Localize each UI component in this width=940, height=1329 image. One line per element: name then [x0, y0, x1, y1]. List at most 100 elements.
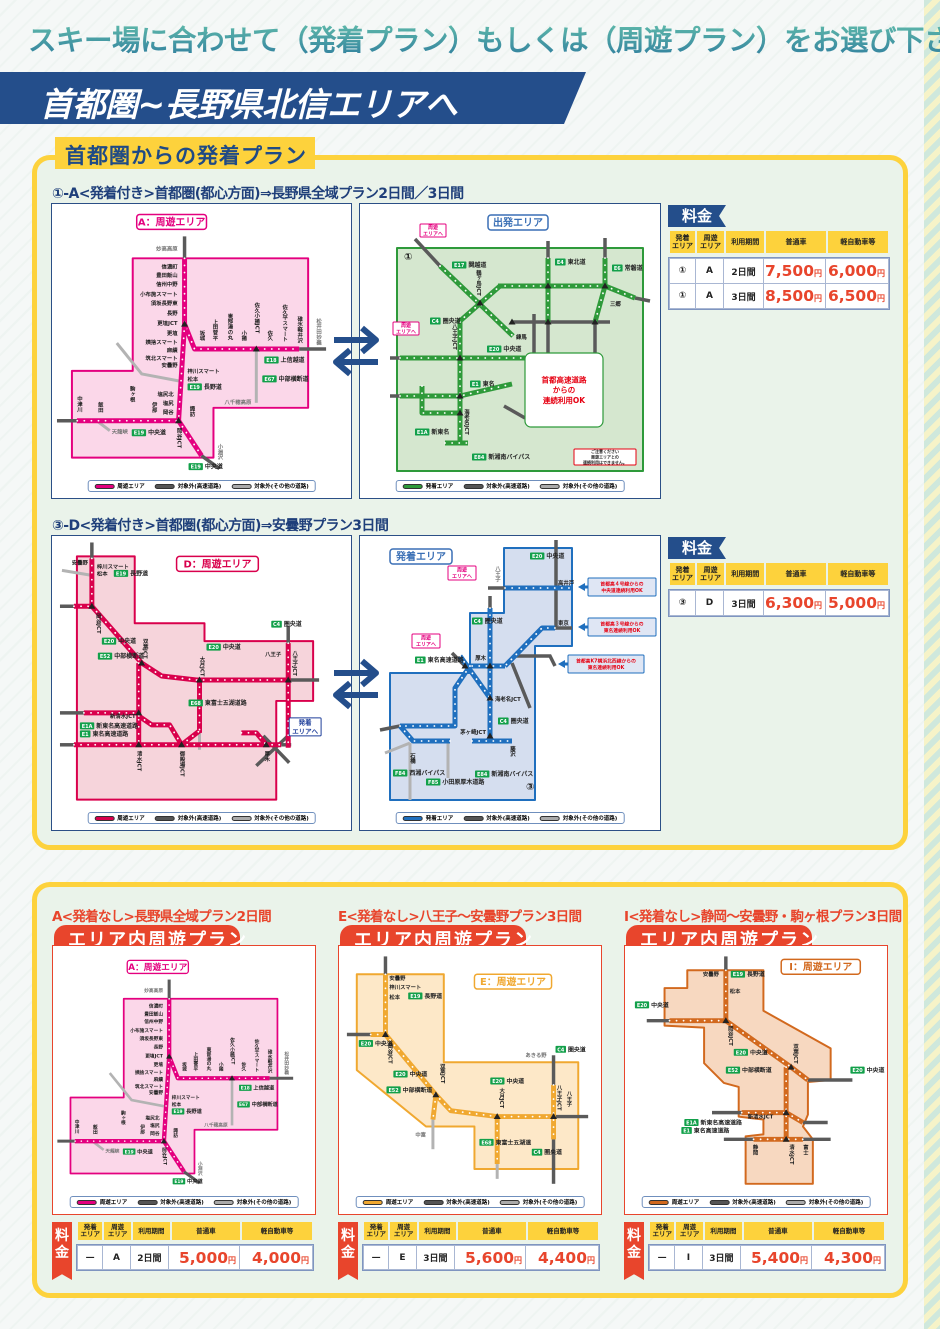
road-name: 中央道: [410, 1070, 428, 1078]
road-number-badge: [271, 620, 282, 628]
road-number-badge: [171, 1108, 185, 1115]
arrow-left-icon: [578, 583, 585, 591]
station-label: 小淵沢: [216, 442, 223, 461]
callout-text: エリアへ: [416, 642, 436, 648]
callout-text: 周遊: [401, 322, 411, 329]
road-number-badge: [131, 429, 147, 437]
legend-label: 対象外(高速道路): [732, 1200, 776, 1206]
station-label: 塩尻: [163, 399, 174, 407]
legend-item: 対象外(その他の道路): [785, 1198, 863, 1206]
road-name: 圏央道: [511, 717, 529, 725]
price-value: 4,000円: [239, 1245, 313, 1270]
road-number: E19: [116, 571, 127, 577]
callout-text: 連続利用OK: [543, 395, 586, 405]
station-label: 八千穂高原: [203, 1121, 228, 1128]
station-label: 新清水JCT: [748, 1113, 774, 1121]
other-road: [115, 342, 179, 383]
price-value: 4,300円: [811, 1245, 885, 1270]
callout-text: 連続利用はできません。: [583, 459, 627, 465]
column-header: 普通車: [766, 231, 826, 253]
road-name: 中央道: [750, 1048, 768, 1056]
legend-label: 対象外(高速道路): [177, 816, 222, 822]
station-label: 駒ヶ根: [129, 385, 137, 404]
road-name: 中央道: [867, 1066, 885, 1074]
column-header: 利用期間: [418, 1222, 456, 1240]
station-label: 東京: [558, 619, 569, 627]
price-header: 発着 エリア周遊 エリア利用期間普通車軽自動車等: [668, 563, 890, 585]
price-header: 発着 エリア周遊 エリア利用期間普通車軽自動車等: [362, 1222, 600, 1240]
road-name: 中部横断道: [252, 1100, 279, 1108]
road-number: E19: [410, 994, 421, 1000]
station-label: 麻績: [153, 1076, 164, 1083]
covered-expressway: [166, 998, 270, 1081]
road-name: 長野道: [130, 569, 148, 577]
column-header: 利用期間: [726, 563, 765, 585]
arrow-shaft: [564, 662, 568, 666]
decorative-stripe: [924, 0, 940, 1329]
junction-icon: [181, 320, 189, 327]
covered-expressway: [383, 1032, 554, 1120]
station-label: 東部湯の丸: [226, 312, 234, 342]
excluded-expressway: [200, 454, 221, 471]
road-number-badge: [408, 992, 423, 1000]
page-title: スキー場に合わせて（発着プラン）もしくは（周遊プラン）をお選び下さい: [28, 18, 940, 59]
road-name: 長野道: [747, 970, 765, 978]
road-number-badge: [612, 264, 623, 272]
column-header: 発着 エリア: [650, 1222, 675, 1240]
yen-unit: 円: [301, 1255, 309, 1265]
legend-swatch: [499, 1199, 520, 1205]
station-label: ③: [526, 782, 534, 793]
road-name: 中部横断道: [403, 1086, 433, 1094]
map-legend: 発着エリア対象外(高速道路)対象外(その他の道路): [395, 812, 625, 824]
junction-icon: [432, 1091, 440, 1098]
road-name: 中央道: [187, 1177, 203, 1185]
legend-label: 対象外(その他の道路): [562, 816, 618, 822]
road-number-badge: [472, 617, 483, 625]
legend-swatch: [231, 815, 252, 821]
road-name: 中央道: [148, 429, 166, 437]
station-label: 石橋: [409, 753, 417, 765]
station-label: 碓氷軽井沢: [296, 315, 304, 345]
legend-item: 対象外(その他の道路): [231, 482, 309, 490]
road-number: E18: [266, 358, 277, 364]
price-cell: 3日間: [723, 590, 764, 616]
column-header: 利用期間: [132, 1222, 170, 1240]
legend-item: 対象外(その他の道路): [539, 482, 617, 490]
station-label: 碓氷軽井沢: [267, 1049, 272, 1075]
station-label: 天龍峡: [105, 1147, 119, 1154]
callout-text: 発着: [298, 718, 312, 727]
station-label: 岡谷: [150, 1130, 160, 1137]
yen-unit: 円: [587, 1255, 595, 1265]
road-name: 長野道: [424, 992, 442, 1000]
junction-icon: [88, 602, 96, 609]
legend-item: 周遊エリア: [94, 814, 145, 822]
road-number: E20: [492, 1079, 503, 1085]
price-cell: 2日間: [129, 1245, 170, 1270]
station-label: 須坂長野東: [151, 299, 178, 307]
road-number: E1: [472, 382, 479, 388]
station-label: 小布施スマート: [140, 290, 177, 298]
callout-text: 周遊: [457, 566, 467, 573]
legend-item: 周遊エリア: [362, 1198, 413, 1206]
road-name: 長野道: [186, 1107, 202, 1115]
legend-item: 対象外(高速道路): [137, 1198, 204, 1206]
white-callout-box: [524, 352, 604, 428]
legend-swatch: [137, 1199, 158, 1205]
legend-label: 周遊エリア: [99, 1200, 128, 1206]
plan-heading: E<発着なし>八王子～安曇野プラン3日間: [338, 909, 582, 925]
price-amount: 5,600: [465, 1248, 515, 1267]
road-number: E68: [191, 701, 202, 707]
price-cell: —: [362, 1245, 390, 1270]
price-title: 料金: [668, 205, 726, 227]
road-number-badge: [415, 428, 430, 436]
junction-icon: [175, 417, 183, 424]
column-header: 軽自動車等: [813, 1222, 884, 1240]
legend-swatch: [76, 1199, 97, 1205]
price-cell: ①: [669, 258, 696, 284]
